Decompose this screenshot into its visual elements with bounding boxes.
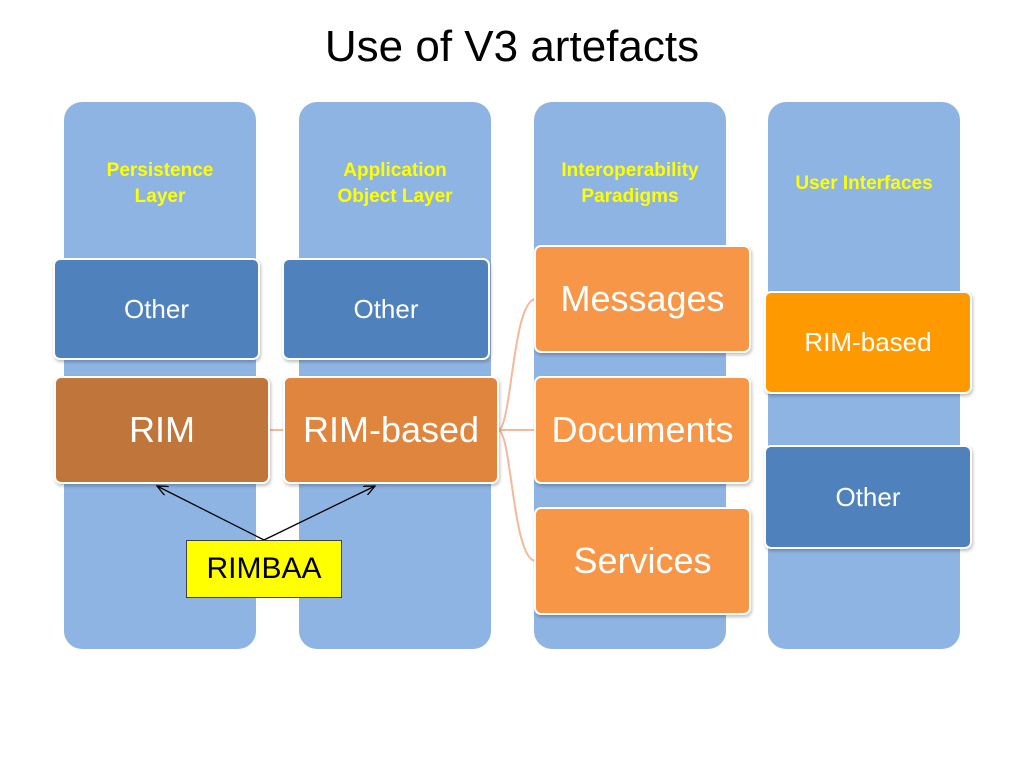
box-documents: Documents <box>534 376 751 484</box>
column-header-user-interfaces: User Interfaces <box>768 171 960 197</box>
box-application-other: Other <box>282 258 490 360</box>
column-header-line: Layer <box>134 186 186 207</box>
rimbaa-callout: RIMBAA <box>186 540 342 598</box>
connector-to-services <box>497 429 537 562</box>
column-header-line: Interoperability <box>561 160 699 181</box>
column-header-line: Application <box>343 160 447 181</box>
box-application-rim-based: RIM-based <box>283 376 499 484</box>
column-header-interoperability: Interoperability Paradigms <box>534 158 726 210</box>
box-user-interfaces-other: Other <box>764 445 972 549</box>
column-header-line: Object Layer <box>337 186 453 207</box>
box-persistence-other: Other <box>53 258 260 360</box>
connector-to-messages <box>497 298 537 431</box>
column-header-line: Paradigms <box>581 186 679 207</box>
column-header-line: Persistence <box>106 160 214 181</box>
arrow-to-rim-based <box>263 486 375 541</box>
box-persistence-rim: RIM <box>54 376 270 484</box>
box-services: Services <box>534 507 751 615</box>
arrow-to-rim <box>157 486 265 541</box>
page-title: Use of V3 artefacts <box>324 22 700 71</box>
column-header-persistence: Persistence Layer <box>64 158 256 210</box>
column-header-line: User Interfaces <box>795 173 933 194</box>
box-messages: Messages <box>534 245 751 353</box>
column-header-application: Application Object Layer <box>299 158 491 210</box>
box-user-interfaces-rim-based: RIM-based <box>764 291 972 394</box>
